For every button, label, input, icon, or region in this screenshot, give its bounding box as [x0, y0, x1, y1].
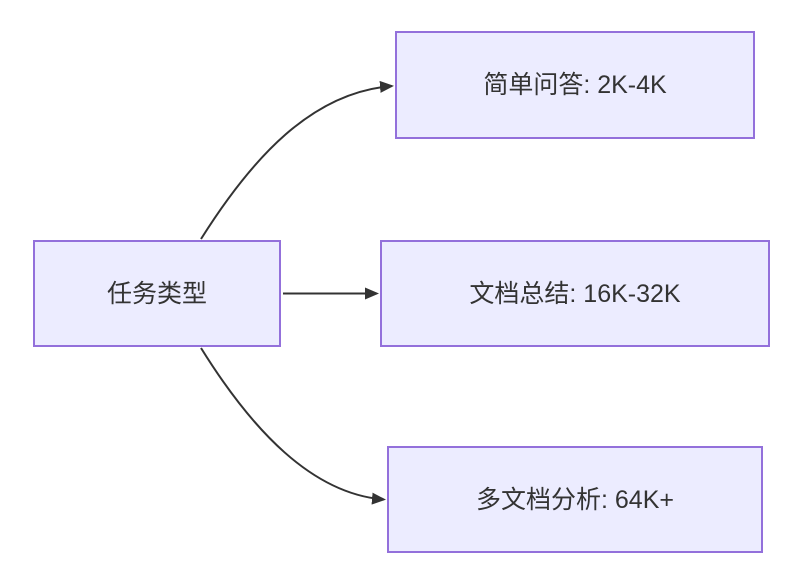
- node-multi-doc-analysis-label: 多文档分析: 64K+: [476, 485, 674, 514]
- node-multi-doc-analysis: 多文档分析: 64K+: [387, 446, 763, 553]
- node-task-type-label: 任务类型: [106, 279, 207, 308]
- edge-task-type-to-multi-doc: [200, 347, 386, 505]
- node-simple-qa-label: 简单问答: 2K-4K: [483, 71, 667, 99]
- node-doc-summary: 文档总结: 16K-32K: [380, 240, 770, 347]
- node-doc-summary-label: 文档总结: 16K-32K: [469, 279, 681, 308]
- edge-task-type-to-simple-qa: [200, 80, 394, 240]
- node-task-type: 任务类型: [33, 240, 281, 347]
- node-simple-qa: 简单问答: 2K-4K: [395, 31, 755, 139]
